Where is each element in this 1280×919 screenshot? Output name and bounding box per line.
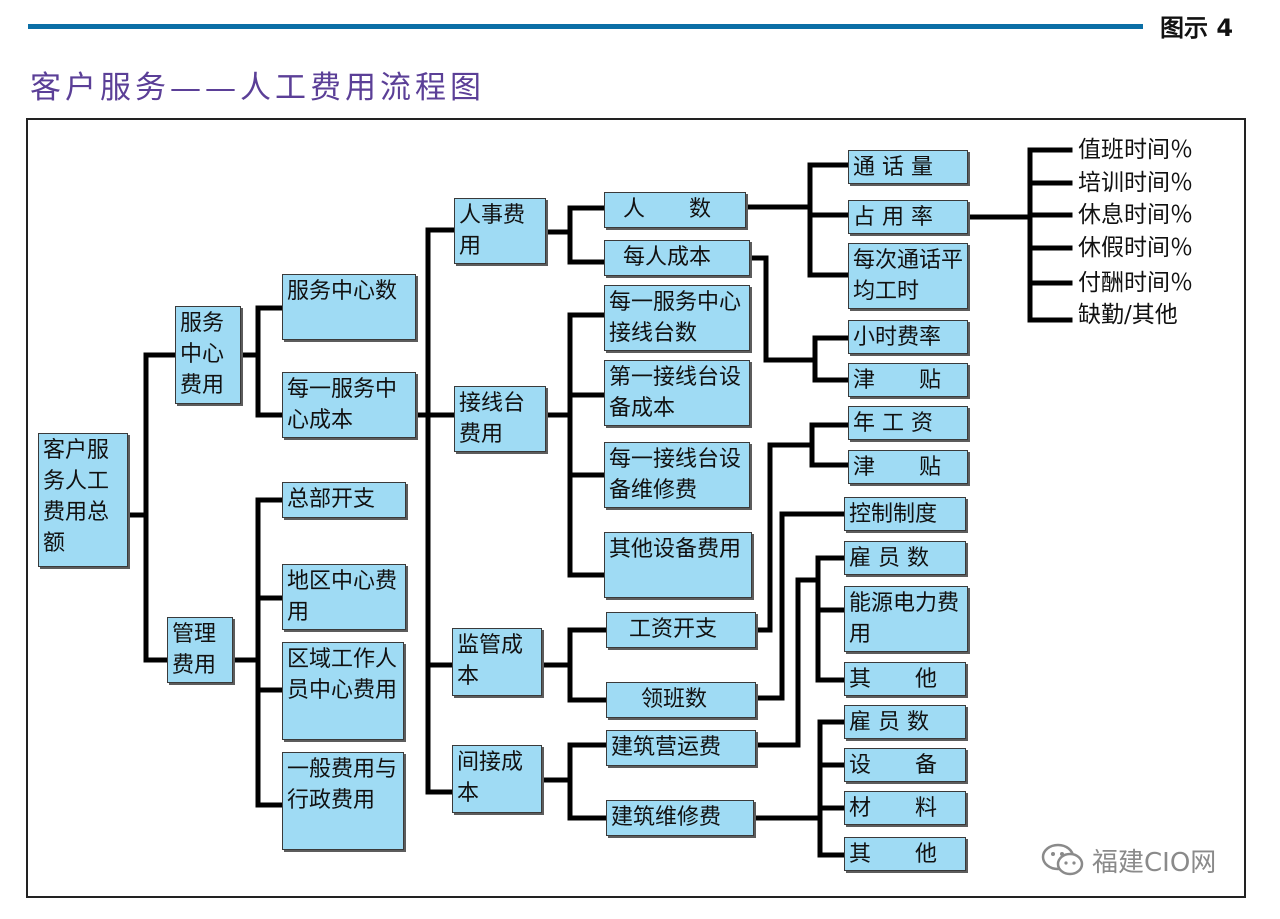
node-materials: 材 料 (844, 791, 966, 825)
node-other-equipment: 其他设备费用 (604, 532, 752, 598)
node-service-center-count: 服务中心数 (282, 274, 416, 340)
node-hourly-rate: 小时费率 (848, 320, 968, 354)
node-other-2: 其 他 (844, 837, 966, 871)
node-management-cost: 管理费用 (167, 617, 233, 683)
node-personnel-cost: 人事费用 (454, 198, 546, 264)
diagram-frame (26, 118, 1246, 898)
node-cost-per-center: 每一服务中心成本 (282, 372, 416, 438)
node-equipment: 设 备 (844, 748, 966, 782)
node-cost-per-switchboard-equipment: 第一接线台设备成本 (604, 360, 750, 426)
node-regional-staff-center-cost: 区域工作人员中心费用 (282, 642, 404, 740)
wechat-icon (1041, 843, 1084, 876)
time-item-paid: 付酬时间％ (1078, 270, 1193, 296)
node-other-1: 其 他 (844, 662, 966, 696)
time-item-absence: 缺勤/其他 (1078, 302, 1178, 328)
node-service-center-cost: 服务中心费用 (175, 306, 241, 404)
header-rule (28, 24, 1143, 29)
node-hq-spending: 总部开支 (282, 482, 406, 518)
node-root: 客户服务人工费用总额 (38, 433, 128, 567)
node-switchboards-per-center: 每一服务中心接线台数 (604, 285, 750, 351)
node-cost-per-person: 每人成本 (604, 240, 750, 276)
node-call-volume: 通 话 量 (848, 150, 968, 184)
node-supervision-cost: 监管成本 (452, 628, 542, 696)
node-general-admin-cost: 一般费用与行政费用 (282, 752, 404, 850)
node-switchboard-cost: 接线台费用 (454, 386, 546, 452)
time-item-training: 培训时间％ (1078, 170, 1193, 196)
node-employees-1: 雇 员 数 (844, 541, 966, 575)
page-title: 客户服务——人工费用流程图 (30, 70, 485, 106)
node-switchboard-maintenance: 每一接线台设备维修费 (604, 442, 750, 508)
node-allowance-2: 津 贴 (848, 450, 968, 484)
node-wage-spending: 工资开支 (606, 612, 756, 648)
time-item-vacation: 休假时间％ (1078, 235, 1193, 261)
node-shift-leaders: 领班数 (606, 682, 756, 718)
node-avg-call-time: 每次通话平均工时 (848, 243, 968, 309)
node-employees-2: 雇 员 数 (844, 705, 966, 739)
node-building-operation: 建筑营运费 (606, 730, 756, 766)
watermark: 福建CIO网 (1092, 848, 1217, 878)
node-indirect-cost: 间接成本 (452, 745, 542, 813)
node-headcount: 人 数 (604, 192, 746, 228)
node-allowance-1: 津 贴 (848, 363, 968, 397)
node-regional-center-cost: 地区中心费用 (282, 564, 406, 630)
node-building-maintenance: 建筑维修费 (606, 800, 754, 836)
time-item-rest: 休息时间％ (1078, 202, 1193, 228)
node-control-system: 控制制度 (844, 497, 966, 531)
time-item-duty: 值班时间％ (1078, 137, 1193, 163)
node-annual-salary: 年 工 资 (848, 406, 968, 440)
figure-label: 图示 4 (1160, 14, 1234, 42)
node-occupancy: 占 用 率 (848, 200, 968, 234)
node-energy-cost: 能源电力费用 (844, 586, 968, 652)
